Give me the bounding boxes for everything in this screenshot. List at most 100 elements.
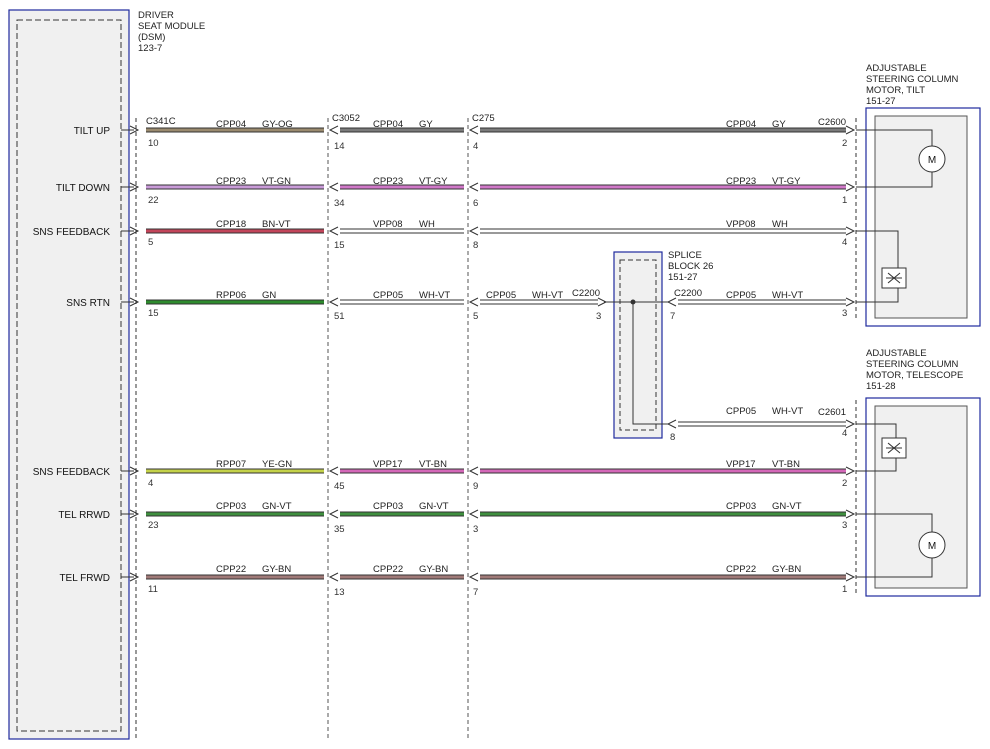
connector-pin-arrow	[129, 466, 140, 476]
connector-pin-arrow	[129, 509, 140, 519]
circuit-id: CPP22	[216, 564, 246, 575]
connector-c2601-label: C2601	[818, 407, 846, 418]
circuit-id: CPP04	[726, 119, 756, 130]
connector-pin-arrow	[328, 509, 339, 519]
tele-motor-title: ADJUSTABLE STEERING COLUMN MOTOR, TELESC…	[866, 348, 963, 392]
circuit-id: VPP08	[373, 219, 403, 230]
wire-color-code: GY-BN	[772, 564, 801, 575]
connector-pin-arrow	[468, 125, 479, 135]
connector-pin-arrow	[129, 297, 140, 307]
wire-color-code: VT-GN	[262, 176, 291, 187]
pin-number: 2	[842, 138, 847, 149]
circuit-row: TEL FRWD CPP22 GY-BN CPP22 GY-BN CPP22 G…	[59, 564, 847, 598]
dsm-module	[8, 9, 130, 740]
connector-pin-arrow	[845, 466, 856, 476]
signal-label: SNS FEEDBACK	[33, 227, 111, 238]
connector-pin-arrow	[845, 572, 856, 582]
pin-number: 7	[670, 311, 675, 322]
pin-number: 4	[473, 141, 478, 152]
connector-pin-arrow	[328, 125, 339, 135]
tilt-motor-wire	[856, 129, 933, 146]
circuit-id: CPP22	[726, 564, 756, 575]
signal-label: SNS FEEDBACK	[33, 467, 111, 478]
connector-c2600-label: C2600	[818, 117, 846, 128]
wire-layer	[121, 125, 856, 582]
tele-motor-title-line: ADJUSTABLE	[866, 348, 927, 359]
connector-pin-arrow	[666, 419, 677, 429]
pin-number: 11	[148, 584, 158, 595]
wire-color-code: GN	[262, 290, 276, 301]
connector-pin-arrow	[666, 297, 677, 307]
pin-number: 1	[842, 195, 847, 206]
tilt-sensor-glyph	[886, 272, 902, 284]
tele-motor-title-line: MOTOR, TELESCOPE	[866, 370, 963, 381]
connector-pin-arrow	[468, 297, 479, 307]
pin-number: 2	[842, 478, 847, 489]
pin-number: 5	[148, 237, 153, 248]
tilt-motor-module: M	[856, 107, 981, 327]
tilt-motor-wire	[856, 172, 933, 188]
tele-motor-title-line: 151-28	[866, 381, 896, 392]
wire-color-code: WH	[419, 219, 435, 230]
tele-motor-symbol-label: M	[928, 541, 936, 552]
pin-number: 15	[334, 240, 345, 251]
pin-number: 45	[334, 481, 345, 492]
circuit-row: TILT UP CPP04 GY-OG CPP04 GY CPP04 GY 10…	[74, 119, 848, 152]
tele-motor-symbol	[918, 531, 946, 559]
wire-color-code: WH-VT	[419, 290, 450, 301]
connector-pin-arrow	[845, 297, 856, 307]
tele-sensor-wire	[856, 423, 897, 438]
tele-sensor-wire	[856, 458, 897, 472]
dsm-title-line: 123-7	[138, 43, 162, 54]
splice-title: SPLICE BLOCK 26 151-27	[668, 250, 713, 283]
tilt-motor-title-line: 151-27	[866, 96, 896, 107]
circuit-id: CPP03	[373, 501, 403, 512]
pin-number: 8	[473, 240, 478, 251]
wire-color-code: VT-BN	[772, 459, 800, 470]
wire-color-code: BN-VT	[262, 219, 291, 230]
tilt-motor-title: ADJUSTABLE STEERING COLUMN MOTOR, TILT 1…	[866, 63, 959, 107]
wire-color-code: GY	[419, 119, 433, 130]
pin-number: 22	[148, 195, 159, 206]
wire-color-code: YE-GN	[262, 459, 292, 470]
circuit-row: TILT DOWN CPP23 VT-GN CPP23 VT-GY CPP23 …	[56, 176, 847, 209]
splice-node	[630, 299, 636, 305]
circuit-id: CPP05	[486, 290, 516, 301]
circuit-id: CPP05	[726, 406, 756, 417]
connector-pin-arrow	[468, 509, 479, 519]
dsm-frame	[8, 9, 130, 740]
pin-number: 3	[473, 524, 478, 535]
pin-number: 3	[596, 311, 601, 322]
pin-number: 3	[842, 308, 847, 319]
connector-pin-arrow	[328, 226, 339, 236]
splice-internal-wire	[632, 302, 668, 425]
tilt-motor-title-line: MOTOR, TILT	[866, 85, 925, 96]
tilt-sensor-wire	[856, 230, 899, 268]
pin-number: 4	[842, 237, 847, 248]
splice-title-line: SPLICE	[668, 250, 702, 261]
splice-block-frame	[613, 251, 663, 439]
pin-number: 9	[473, 481, 478, 492]
connector-pin-arrow	[468, 466, 479, 476]
signal-label: TEL RRWD	[58, 510, 110, 521]
circuit-row: SNS FEEDBACK RPP07 YE-GN VPP17 VT-BN VPP…	[33, 459, 848, 492]
pin-number: 4	[148, 478, 153, 489]
circuit-id: VPP08	[726, 219, 756, 230]
tilt-motor-symbol-label: M	[928, 155, 936, 166]
dsm-title: DRIVER SEAT MODULE (DSM) 123-7	[138, 10, 205, 54]
wire-color-code: GY-BN	[262, 564, 291, 575]
pin-number: 35	[334, 524, 345, 535]
circuit-row: SNS FEEDBACK CPP18 BN-VT VPP08 WH VPP08 …	[33, 219, 848, 251]
pin-number: 6	[473, 198, 478, 209]
connector-pin-arrow	[845, 419, 856, 429]
connector-c275-label: C275	[472, 113, 495, 124]
circuit-id: CPP05	[373, 290, 403, 301]
pin-number: 34	[334, 198, 345, 209]
wire-color-code: GY	[772, 119, 786, 130]
connector-pin-arrow	[328, 182, 339, 192]
connector-pin-arrow	[845, 182, 856, 192]
dsm-title-line: (DSM)	[138, 32, 165, 43]
dsm-dashed-boundary	[16, 19, 122, 732]
connector-labels: C341C C3052 C275 C2600 C2601 C2200 C2200	[146, 113, 846, 418]
connector-pin-arrow	[129, 125, 140, 135]
